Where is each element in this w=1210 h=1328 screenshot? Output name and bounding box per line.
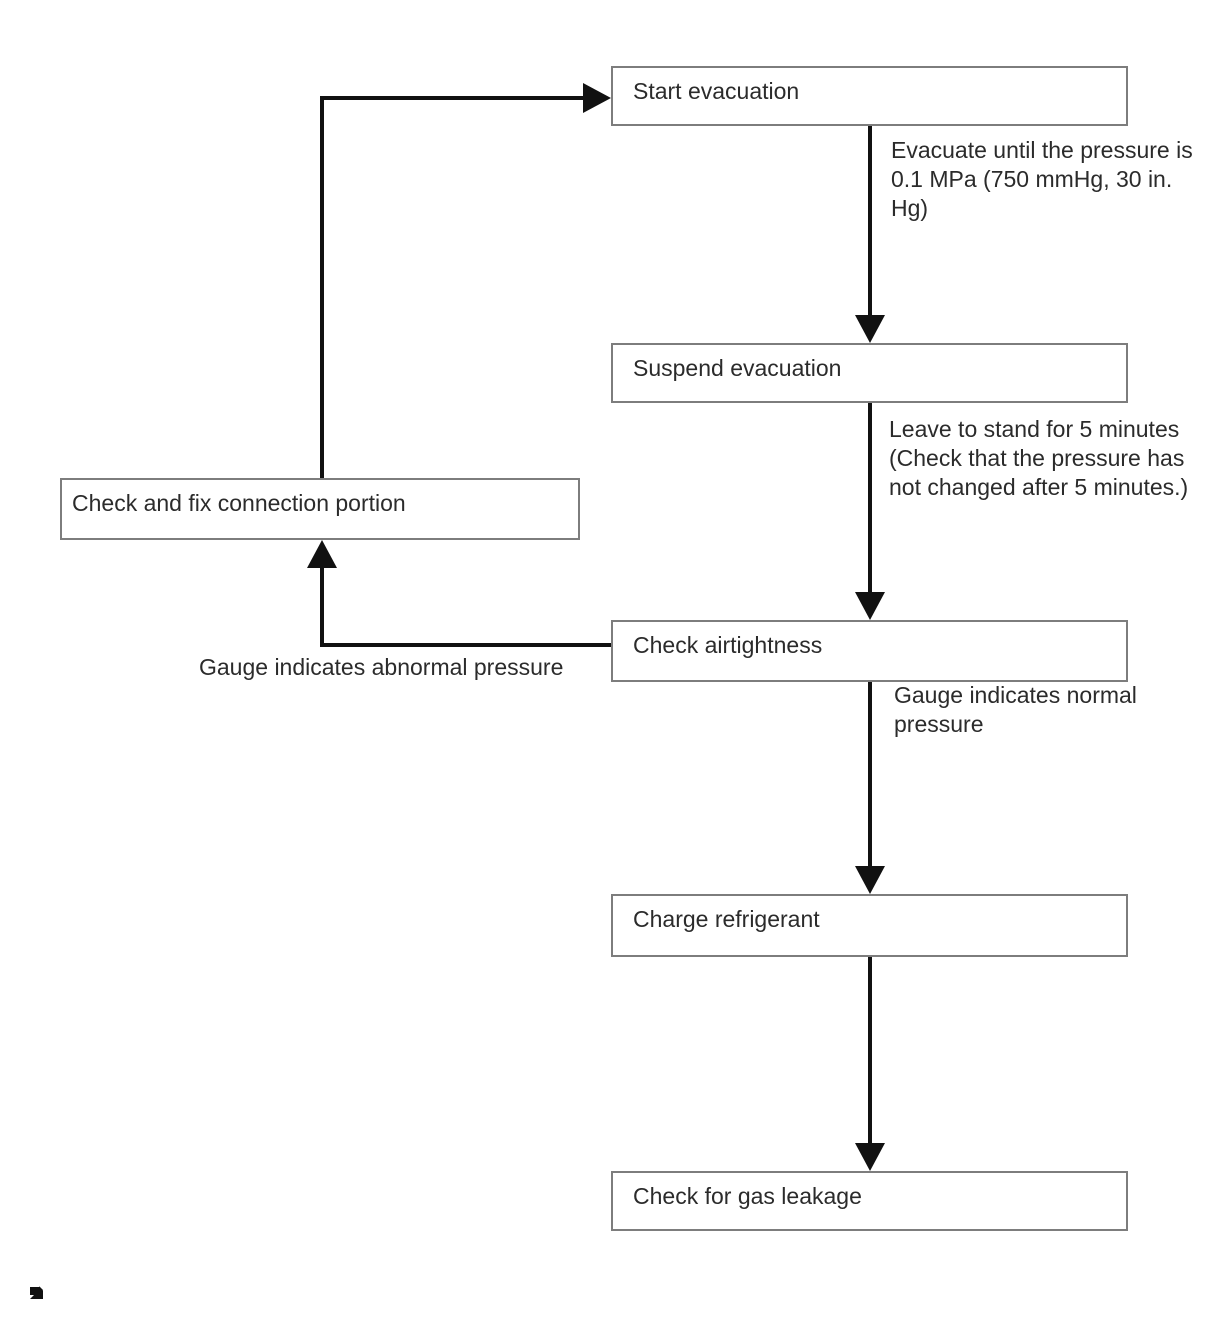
node-suspend-evacuation: Suspend evacuation [611,343,1128,403]
node-check-fix-connection: Check and fix connection portion [60,478,580,540]
edge-airtight-to-fix-line [320,565,611,647]
node-check-airtightness: Check airtightness [611,620,1128,682]
edge-label-stand-note: Leave to stand for 5 minutes (Check that… [889,416,1189,500]
arrowhead-down-charge-to-leakage [855,1143,885,1171]
arrowhead-down-airtight-to-charge [855,866,885,894]
edge-fix-to-start-line [320,96,586,478]
node-charge-refrigerant: Charge refrigerant [611,894,1128,957]
arrowhead-up-airtight-to-fix [307,540,337,568]
node-check-gas-leakage: Check for gas leakage [611,1171,1128,1231]
image-placeholder-icon [28,1284,46,1302]
node-charge-refrigerant-label: Charge refrigerant [633,906,820,932]
edge-label-normal-pressure: Gauge indicates normal pressure [894,682,1137,737]
node-suspend-evacuation-label: Suspend evacuation [633,355,842,381]
arrowhead-right-fix-to-start [583,83,611,113]
node-start-evacuation: Start evacuation [611,66,1128,126]
edge-label-evacuate-note: Evacuate until the pressure is 0.1 MPa (… [891,137,1193,221]
node-check-fix-connection-label: Check and fix connection portion [72,490,406,516]
node-check-airtightness-label: Check airtightness [633,632,823,658]
edge-label-abnormal-pressure: Gauge indicates abnormal pressure [199,654,564,680]
arrowhead-down-start-to-suspend [855,315,885,343]
node-start-evacuation-label: Start evacuation [633,78,800,104]
node-check-gas-leakage-label: Check for gas leakage [633,1183,862,1209]
arrowhead-down-suspend-to-airtight [855,592,885,620]
